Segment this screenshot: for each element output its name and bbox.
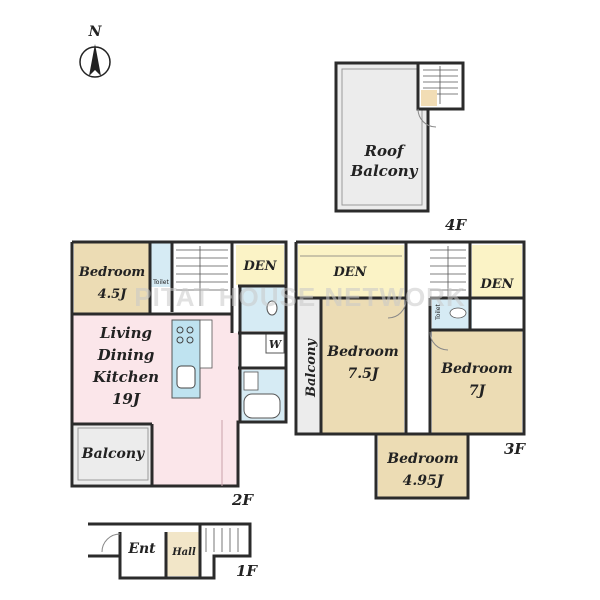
bathtub-icon xyxy=(243,393,281,419)
door-swing-3f-a xyxy=(387,299,407,319)
den-3f-b xyxy=(472,245,522,297)
bedroom-3f-a xyxy=(322,299,404,433)
floor-label-1f: 1F xyxy=(236,562,258,580)
washer-label: W xyxy=(269,338,283,351)
bedroom-3f-a-label-1: Bedroom xyxy=(326,344,398,360)
roof-stair-icon xyxy=(421,66,458,106)
entrance-label: Ent xyxy=(127,541,156,557)
balcony-2f-inner xyxy=(77,427,149,481)
floor-label-2f: 2F xyxy=(231,491,254,509)
hall-1f xyxy=(166,532,200,576)
toilet-3f-icon xyxy=(449,307,467,319)
stair-2f xyxy=(172,242,232,312)
floor-1f: Ent Hall 1F xyxy=(88,522,258,580)
roof-label-2: Balcony xyxy=(350,162,419,180)
watermark: PITAT HOUSE NETWORK xyxy=(134,282,465,312)
floor-4f: Roof Balcony 4F xyxy=(334,61,467,234)
toilet-2f-label: Toilet xyxy=(152,279,169,286)
bedroom-3f-b xyxy=(432,331,522,433)
bedroom-3f-b-label-1: Bedroom xyxy=(440,361,512,377)
stove-burner-icon xyxy=(186,336,194,344)
bedroom-3f-b-label-2: 7J xyxy=(469,383,487,399)
roof-label-1: Roof xyxy=(364,142,406,160)
ldk-label-4: 19J xyxy=(112,390,141,408)
balcony-2f xyxy=(74,424,152,484)
den-3f-a-label: DEN xyxy=(332,265,367,280)
roof-balcony xyxy=(334,61,430,213)
walls-3f xyxy=(294,240,526,500)
stair-1f xyxy=(200,526,248,554)
bedroom-2f-label-2: 4.5J xyxy=(98,287,128,302)
entrance-door-swing xyxy=(101,533,121,553)
bedroom-3f-c-label-2: 4.95J xyxy=(403,473,445,489)
compass-arrow-icon xyxy=(89,44,101,76)
sink-icon xyxy=(176,365,196,389)
stair-3f xyxy=(408,245,468,297)
toilet-2f xyxy=(150,242,172,287)
bedroom-2f-label-1: Bedroom xyxy=(78,265,145,280)
shower-icon xyxy=(243,371,259,391)
entrance xyxy=(122,532,166,576)
bedroom-3f-c-label-1: Bedroom xyxy=(386,451,458,467)
bedroom-2f xyxy=(74,242,150,314)
stair-2f-icon xyxy=(176,246,228,306)
balcony-3f xyxy=(298,299,320,433)
walls-1f xyxy=(88,522,252,580)
roof-balcony-inner xyxy=(341,68,423,206)
stair-3f-icon xyxy=(430,246,466,296)
ldk-label-3: Kitchen xyxy=(92,368,159,386)
bedroom-3f-c xyxy=(378,435,468,497)
kitchen-back-counter xyxy=(199,319,213,369)
stove-burner-icon xyxy=(176,336,184,344)
den-3f-b-label: DEN xyxy=(479,277,514,292)
stove-burner-icon xyxy=(176,326,184,334)
roof-door-swing xyxy=(417,108,437,128)
balcony-2f-label: Balcony xyxy=(81,446,145,462)
toilet-3f-label: Toilet xyxy=(435,304,442,321)
den-2f-label: DEN xyxy=(242,259,277,274)
stove-burner-icon xyxy=(186,326,194,334)
floor-2f: Bedroom 4.5J Toilet DEN W Living Dining … xyxy=(70,240,288,509)
den-2f xyxy=(236,245,284,285)
stair-1f-icon xyxy=(205,528,239,552)
wash-basin-icon xyxy=(266,300,278,316)
compass-label: N xyxy=(88,24,103,40)
ldk-label-1: Living xyxy=(99,324,152,342)
walls-2f xyxy=(70,240,288,488)
floor-label-3f: 3F xyxy=(504,440,526,458)
compass: N xyxy=(79,24,111,78)
hall-1f-label: Hall xyxy=(171,547,196,558)
bedroom-3f-a-label-2: 7.5J xyxy=(348,366,380,382)
floor-3f: DEN DEN Toilet Balcony Bedroom 7.5J Bedr… xyxy=(294,240,526,500)
floor-label-4f: 4F xyxy=(445,216,467,234)
door-swing-3f-b xyxy=(429,331,449,351)
ldk-label-2: Dining xyxy=(97,346,155,364)
den-3f-a xyxy=(298,245,404,297)
balcony-3f-label: Balcony xyxy=(304,338,319,398)
